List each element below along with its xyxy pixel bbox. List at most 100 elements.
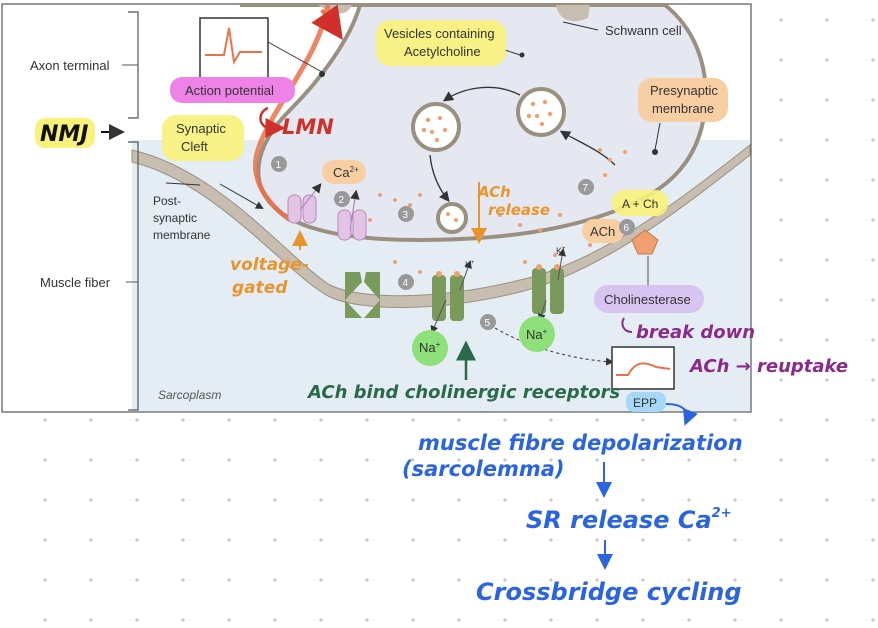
grid-dot: [273, 498, 277, 502]
grid-dot: [733, 618, 737, 622]
ach-label: ACh: [590, 224, 615, 239]
schwann-cell-right: [556, 5, 590, 22]
grid-dot: [89, 498, 93, 502]
vesicle: [411, 102, 461, 152]
postsynaptic-label-line3: membrane: [153, 228, 211, 242]
grid-dot: [365, 498, 369, 502]
ach-bind-annotation: ACh bind cholinergic receptors: [306, 382, 620, 403]
grid-dot: [549, 538, 553, 542]
grid-dot: [687, 538, 691, 542]
grid-dot: [825, 298, 829, 302]
grid-dot: [181, 498, 185, 502]
grid-dot: [365, 618, 369, 622]
grid-dot: [871, 58, 875, 62]
grid-dot: [825, 98, 829, 102]
ach-badge: [582, 219, 624, 243]
grid-dot: [549, 458, 553, 462]
step-marker: 6: [619, 219, 635, 235]
grid-dot: [779, 538, 783, 542]
grid-dot: [181, 458, 185, 462]
step-marker: 3: [398, 206, 414, 222]
grid-dot: [457, 418, 461, 422]
action-potential-label: Action potential: [185, 83, 274, 98]
grid-dot: [871, 138, 875, 142]
ca-label: Ca2+: [333, 165, 359, 180]
grid-dot: [365, 538, 369, 542]
grid-dot: [779, 178, 783, 182]
grid-dot: [641, 498, 645, 502]
grid-dot: [43, 498, 47, 502]
na-ion-bubble: [412, 330, 448, 366]
ach-molecules: [368, 148, 627, 274]
grid-dot: [43, 458, 47, 462]
grid-dot: [135, 418, 139, 422]
nmj-highlight: [35, 118, 95, 148]
vesicles-label-line2: Acetylcholine: [404, 44, 481, 59]
ach-release-annotation-line2: release: [488, 201, 550, 219]
ach-receptor: [532, 264, 564, 314]
k-efflux-arrow: [459, 260, 472, 291]
na-label: Na+: [526, 327, 548, 342]
na-influx-arrow: [430, 299, 447, 334]
grid-dot: [89, 418, 93, 422]
grid-dot: [503, 498, 507, 502]
grid-dot: [135, 618, 139, 622]
grid-dot: [319, 618, 323, 622]
presynaptic-leader: [654, 122, 661, 151]
grid-dot: [779, 418, 783, 422]
grid-dot: [825, 138, 829, 142]
muscle-fiber-bracket: [128, 141, 139, 411]
presynaptic-point: [652, 149, 658, 155]
grid-dot: [411, 618, 415, 622]
grid-dot: [89, 618, 93, 622]
vesicles-highlight: [376, 20, 506, 66]
step-number: 1: [276, 160, 282, 171]
postsynaptic-leader: [165, 182, 201, 186]
break-down-annotation: break down: [636, 322, 755, 343]
grid-dot: [365, 418, 369, 422]
grid-dot: [687, 618, 691, 622]
grid-dot: [871, 618, 875, 622]
grid-dot: [457, 538, 461, 542]
action-potential-graph: [199, 17, 269, 79]
k-label: K+: [556, 246, 566, 256]
grid-dot: [273, 538, 277, 542]
epp-highlight: [626, 392, 666, 412]
postsynaptic-label-line2: synaptic: [153, 211, 197, 225]
grid-dot: [733, 538, 737, 542]
sr-release-text: SR release Ca: [526, 506, 712, 534]
grid-dot: [825, 258, 829, 262]
grid-dot: [549, 418, 553, 422]
grid-dot: [503, 538, 507, 542]
synaptic-cleft-label-line2: Cleft: [181, 139, 208, 154]
cholinesterase-enzyme: [631, 229, 659, 255]
grid-dot: [779, 218, 783, 222]
na-ion-bubble: [519, 316, 555, 352]
grid-dot: [273, 618, 277, 622]
grid-dot: [135, 578, 139, 582]
grid-dot: [825, 338, 829, 342]
grid-dot: [733, 498, 737, 502]
grid-dot: [227, 418, 231, 422]
grid-dot: [549, 578, 553, 582]
grid-dot: [89, 578, 93, 582]
grid-dot: [273, 458, 277, 462]
k-label-text: K: [465, 260, 471, 270]
presynaptic-label-line1: Presynaptic: [650, 83, 718, 98]
grid-dot: [135, 498, 139, 502]
grid-dot: [733, 418, 737, 422]
step-marker: 5: [480, 314, 496, 330]
grid-dot: [825, 538, 829, 542]
grid-dot: [43, 418, 47, 422]
grid-dot: [319, 418, 323, 422]
grid-dot: [779, 258, 783, 262]
grid-dot: [227, 578, 231, 582]
grid-dot: [871, 258, 875, 262]
lmn-annotation: LMN: [282, 115, 334, 139]
grid-dot: [871, 458, 875, 462]
grid-dot: [641, 458, 645, 462]
grid-dot: [135, 538, 139, 542]
step-number: 7: [583, 183, 589, 194]
a-ch-label: A + Ch: [622, 197, 658, 211]
